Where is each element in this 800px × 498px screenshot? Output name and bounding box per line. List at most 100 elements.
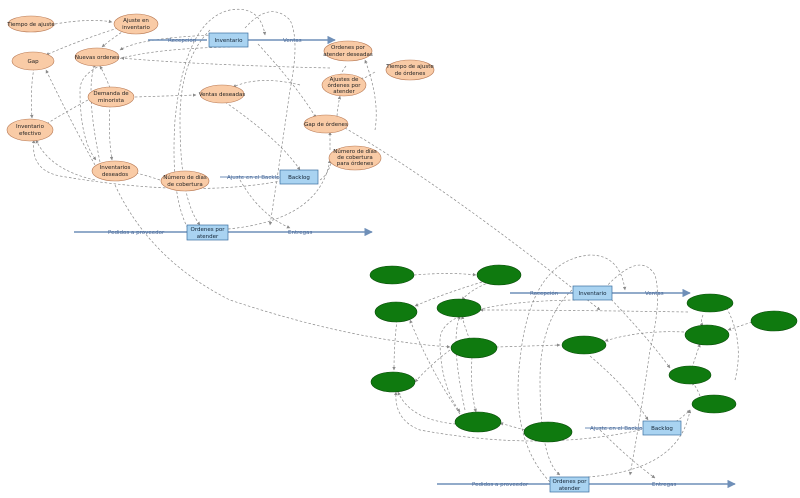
link-ordenes-atender-to-nuevas [120,56,331,69]
stock-inventario[interactable]: Inventario [208,32,249,48]
lower-aux-4[interactable] [436,298,482,318]
link-inventario-loop-b [244,11,296,226]
aux-ventas-deseadas[interactable]: Ventas deseadas [199,84,246,104]
flow-label-ajuste-backlog: Ajuste en el Backlog [227,175,283,181]
lower-link-17 [589,355,649,421]
lower-link-28 [517,254,627,483]
lower-aux-6[interactable] [561,335,607,355]
aux-numero-dias-ordenes[interactable]: Número de días de cobertura para órdenes [328,145,382,171]
lower-aux-3[interactable] [374,301,418,323]
aux-nuevas-ordenes[interactable]: Nuevas ordenes [74,47,119,67]
link-gap-ord-to-ordenes [364,59,377,131]
link-ordenes-loop [173,8,267,233]
link-ventas-to-backlog [224,101,301,171]
aux-inventarios-deseados[interactable]: Inventarios deseados [91,160,139,182]
aux-inv-efectivo-label-2: efectivo [19,131,42,137]
upper-links [30,8,601,349]
link-upper-to-lower-b [344,127,601,311]
aux-ordenes-por-atender-deseadas[interactable]: Ordenes por atender deseadas [323,40,373,62]
aux-inv-efectivo-label-1: Inventario [16,124,45,130]
lower-link-19 [727,321,753,331]
lower-link-12 [397,391,457,425]
aux-ajuste-label-1: Ajuste en [123,18,149,24]
lower-link-14 [394,391,641,442]
aux-inv-deseados-label-2: deseados [102,172,128,178]
lower-aux-8[interactable] [454,411,502,433]
lower-aux-1[interactable] [369,265,415,285]
lower-link-20 [691,343,701,369]
aux-ajuste-en-inventario[interactable]: Ajuste en inventario [113,13,159,35]
aux-nuevas-label: Nuevas ordenes [75,55,119,61]
stock-inventario-label: Inventario [215,38,244,44]
link-ordenes-por-atender-to-dias [227,159,332,230]
upper-auxiliaries: Tiempo de ajuste Ajuste en inventario Ga… [6,13,434,192]
lower-aux-12[interactable] [684,324,730,346]
aux-demanda-de-minorista[interactable]: Demanda de minorista [87,86,135,108]
lower-aux-7[interactable] [370,371,416,393]
aux-ventas-label: Ventas deseadas [199,92,246,98]
link-gap-to-inv-efectivo [30,67,35,119]
aux-demanda-label-2: minorista [98,98,124,104]
flow-label-ventas: Ventas [283,38,302,44]
upper-stocks: Inventario Backlog Ordenes por atender [186,32,319,241]
link-backlog-to-inv-efectivo [31,139,296,189]
link-demanda-to-inv-deseados [108,104,114,161]
link-gap-ord-to-ajustes [336,95,342,117]
aux-ajustes-label-1: Ajustes de [330,77,359,83]
lower-links [392,254,753,483]
lower-aux-2[interactable] [476,264,522,286]
aux-dias-ord-label-1: Número de días [333,148,377,155]
aux-tiempo-ajuste-ordenes[interactable]: Tiempo de ajuste de órdenes [385,59,434,81]
lower-aux-11[interactable] [750,310,798,332]
link-inv-deseados-to-efectivo [35,139,96,181]
aux-numero-de-dias[interactable]: Número de días de cobertura [160,170,210,192]
lower-aux-9[interactable] [523,421,573,443]
aux-dias-ord-label-3: para órdenes [337,160,374,167]
lower-auxiliaries [369,264,798,443]
link-demanda-to-nuevas [99,65,111,89]
link-backlog-to-dias-ord [319,159,333,181]
link-inventario-loop-a [179,29,211,226]
lower-stock-ordenes-por-atender[interactable]: Ordenes por atender [549,476,590,493]
link-demanda-to-ventas [134,93,197,98]
aux-demanda-label-1: Demanda de [93,91,129,97]
stock-ordenes-label-1: Ordenes por [191,227,226,233]
link-tiempo-ajuste-to-ajuste [54,19,113,25]
aux-gap-de-ordenes[interactable]: Gap de órdenes [303,114,349,134]
lower-link-25 [587,409,692,478]
aux-ajustes-de-ordenes[interactable]: Ajustes de órdenes por atender [321,73,367,97]
lower-aux-5[interactable] [450,337,498,359]
link-inventario-to-nuevas [119,34,214,51]
link-backlog-to-entregas [239,179,291,229]
lower-link-6 [461,315,471,341]
lower-aux-14[interactable] [691,394,737,414]
lower-aux-10[interactable] [686,293,734,313]
link-upper-to-lower-a [114,184,451,349]
aux-tiempo-de-ajuste[interactable]: Tiempo de ajuste [6,15,55,33]
aux-ajustes-label-3: atender [333,89,355,95]
lower-flow-label-ajuste-backlog: Ajuste en el Backlog [590,426,646,432]
lower-link-7 [495,343,561,348]
lower-link-15 [479,308,689,313]
flow-label-pedidos: Pedidos a proveedor [108,230,165,236]
lower-link-23 [607,295,671,369]
stock-ordenes-por-atender[interactable]: Ordenes por atender [186,224,229,241]
lower-link-24 [724,304,739,381]
lower-stock-ordenes-label-1: Ordenes por [553,479,588,485]
upper-flows: Recepción Ventas Ajuste en el Backlog Pe… [74,35,373,237]
aux-ord-atender-label-2: atender deseadas [323,52,373,58]
lower-stock-inventario[interactable]: Inventario [572,285,613,301]
aux-gap-ord-label: Gap de órdenes [304,121,348,128]
stock-backlog[interactable]: Backlog [279,169,319,185]
stock-ordenes-label-2: atender [197,234,219,240]
lower-flow-label-pedidos: Pedidos a proveedor [472,482,529,488]
lower-stock-backlog[interactable]: Backlog [642,420,682,436]
lower-link-4 [392,319,398,371]
lower-link-18 [699,314,704,327]
link-ajustes-to-ventas [232,80,301,88]
aux-gap[interactable]: Gap [11,51,55,71]
lower-link-5 [414,349,451,383]
aux-inventario-efectivo[interactable]: Inventario efectivo [6,118,54,142]
lower-aux-13[interactable] [668,365,712,385]
